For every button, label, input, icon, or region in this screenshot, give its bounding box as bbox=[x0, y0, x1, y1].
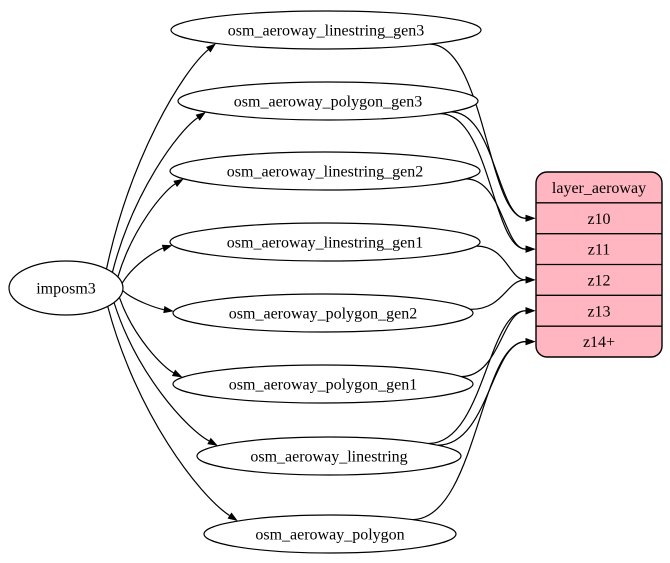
node-ellipse-osm_aeroway_polygon_gen1 bbox=[172, 364, 474, 404]
edge-osm_aeroway_polygon_gen2-to-layer_aeroway-z12 bbox=[470, 279, 526, 310]
arrowhead bbox=[525, 245, 536, 253]
node-label-osm_aeroway_linestring: osm_aeroway_linestring bbox=[250, 449, 407, 466]
layer-table-layer_aeroway: layer_aeroway z10 z11 z12 z13 z14+ bbox=[535, 171, 663, 358]
table-row-label-z12: z12 bbox=[587, 273, 610, 290]
edge-imposm3-to-osm_aeroway_polygon bbox=[107, 306, 230, 517]
edge-osm_aeroway_linestring_gen2-to-layer_aeroway-z11 bbox=[465, 178, 526, 250]
table-row-label-z10: z10 bbox=[587, 211, 610, 228]
layer-table-title: layer_aeroway bbox=[552, 180, 646, 197]
edge-imposm3-to-osm_aeroway_polygon_gen2 bbox=[122, 290, 164, 311]
arrowhead bbox=[173, 178, 184, 187]
edge-imposm3-to-osm_aeroway_polygon_gen3 bbox=[111, 117, 199, 273]
nodes-layer: imposm3 osm_aeroway_linestring_gen3 osm_ae… bbox=[8, 10, 663, 554]
arrowhead bbox=[195, 112, 206, 121]
arrowhead bbox=[206, 43, 216, 53]
node-ellipse-osm_aeroway_linestring_gen1 bbox=[169, 222, 481, 262]
edge-osm_aeroway_polygon_gen3-to-layer_aeroway-z10 bbox=[450, 111, 526, 219]
arrowhead bbox=[525, 338, 536, 346]
node-label-osm_aeroway_linestring_gen2: osm_aeroway_linestring_gen2 bbox=[227, 164, 423, 181]
node-imposm3: imposm3 bbox=[8, 260, 124, 316]
node-ellipse-imposm3 bbox=[8, 260, 124, 316]
node-ellipse-osm_aeroway_polygon_gen3 bbox=[177, 81, 479, 121]
node-osm_aeroway_linestring_gen1: osm_aeroway_linestring_gen1 bbox=[169, 222, 481, 262]
node-osm_aeroway_polygon_gen2: osm_aeroway_polygon_gen2 bbox=[172, 293, 474, 333]
edges-layer bbox=[105, 43, 536, 521]
node-ellipse-osm_aeroway_polygon bbox=[203, 514, 457, 554]
node-label-osm_aeroway_linestring_gen3: osm_aeroway_linestring_gen3 bbox=[228, 23, 424, 40]
arrowhead bbox=[161, 244, 173, 252]
edge-imposm3-to-osm_aeroway_polygon_gen1 bbox=[118, 297, 174, 374]
edge-imposm3-to-osm_aeroway_linestring_gen3 bbox=[105, 49, 209, 270]
arrowhead bbox=[163, 306, 174, 314]
edge-imposm3-to-osm_aeroway_linestring_gen1 bbox=[121, 247, 164, 284]
arrowhead bbox=[525, 307, 536, 315]
arrowhead bbox=[207, 437, 218, 446]
node-osm_aeroway_linestring_gen3: osm_aeroway_linestring_gen3 bbox=[170, 10, 482, 50]
node-label-osm_aeroway_polygon_gen1: osm_aeroway_polygon_gen1 bbox=[229, 377, 417, 394]
node-osm_aeroway_polygon: osm_aeroway_polygon bbox=[203, 514, 457, 554]
edge-osm_aeroway_polygon_gen3-to-layer_aeroway-z11 bbox=[440, 113, 526, 250]
node-label-osm_aeroway_polygon: osm_aeroway_polygon bbox=[255, 527, 404, 544]
edge-osm_aeroway_polygon_gen1-to-layer_aeroway-z13 bbox=[461, 310, 526, 378]
node-ellipse-osm_aeroway_linestring_gen3 bbox=[170, 10, 482, 50]
node-label-osm_aeroway_linestring_gen1: osm_aeroway_linestring_gen1 bbox=[227, 235, 423, 252]
edge-imposm3-to-osm_aeroway_linestring bbox=[113, 302, 210, 442]
node-ellipse-osm_aeroway_polygon_gen2 bbox=[172, 293, 474, 333]
edge-osm_aeroway_linestring-to-layer_aeroway-z13 bbox=[428, 310, 526, 445]
table-row-label-z13: z13 bbox=[587, 303, 610, 320]
node-ellipse-osm_aeroway_linestring bbox=[196, 436, 462, 476]
node-label-imposm3: imposm3 bbox=[36, 281, 96, 298]
node-osm_aeroway_linestring: osm_aeroway_linestring bbox=[196, 436, 462, 476]
node-label-osm_aeroway_polygon_gen2: osm_aeroway_polygon_gen2 bbox=[229, 306, 417, 323]
node-osm_aeroway_polygon_gen3: osm_aeroway_polygon_gen3 bbox=[177, 81, 479, 121]
edge-imposm3-to-osm_aeroway_linestring_gen2 bbox=[117, 183, 176, 278]
arrowhead bbox=[525, 276, 536, 284]
table-row-label-z14plus: z14+ bbox=[583, 334, 615, 351]
node-label-osm_aeroway_polygon_gen3: osm_aeroway_polygon_gen3 bbox=[234, 94, 422, 111]
arrowhead bbox=[227, 512, 238, 521]
arrowhead bbox=[525, 214, 536, 222]
table-row-label-z11: z11 bbox=[588, 242, 611, 259]
edge-osm_aeroway_linestring_gen3-to-layer_aeroway-z10 bbox=[429, 43, 526, 219]
arrowhead bbox=[171, 369, 183, 378]
node-osm_aeroway_linestring_gen2: osm_aeroway_linestring_gen2 bbox=[169, 151, 481, 191]
edge-osm_aeroway_polygon-to-layer_aeroway-z14plus bbox=[412, 341, 526, 521]
node-osm_aeroway_polygon_gen1: osm_aeroway_polygon_gen1 bbox=[172, 364, 474, 404]
node-ellipse-osm_aeroway_linestring_gen2 bbox=[169, 151, 481, 191]
edge-osm_aeroway_linestring_gen1-to-layer_aeroway-z12 bbox=[476, 245, 526, 281]
